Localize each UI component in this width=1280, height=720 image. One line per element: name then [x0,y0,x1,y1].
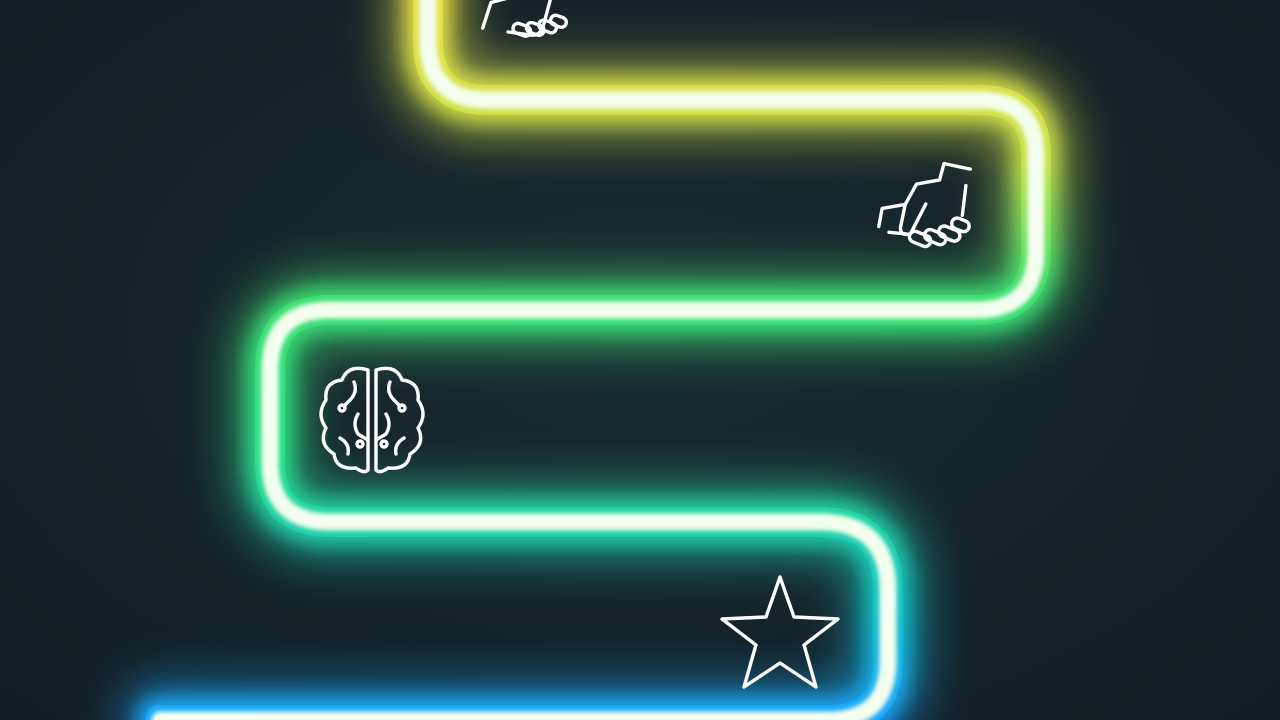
neon-path-core [151,0,1045,720]
neon-path [120,0,1076,720]
brain-icon [319,366,425,474]
star-icon [720,575,840,689]
handshake-icon [480,0,571,38]
handshake-icon [877,161,973,249]
